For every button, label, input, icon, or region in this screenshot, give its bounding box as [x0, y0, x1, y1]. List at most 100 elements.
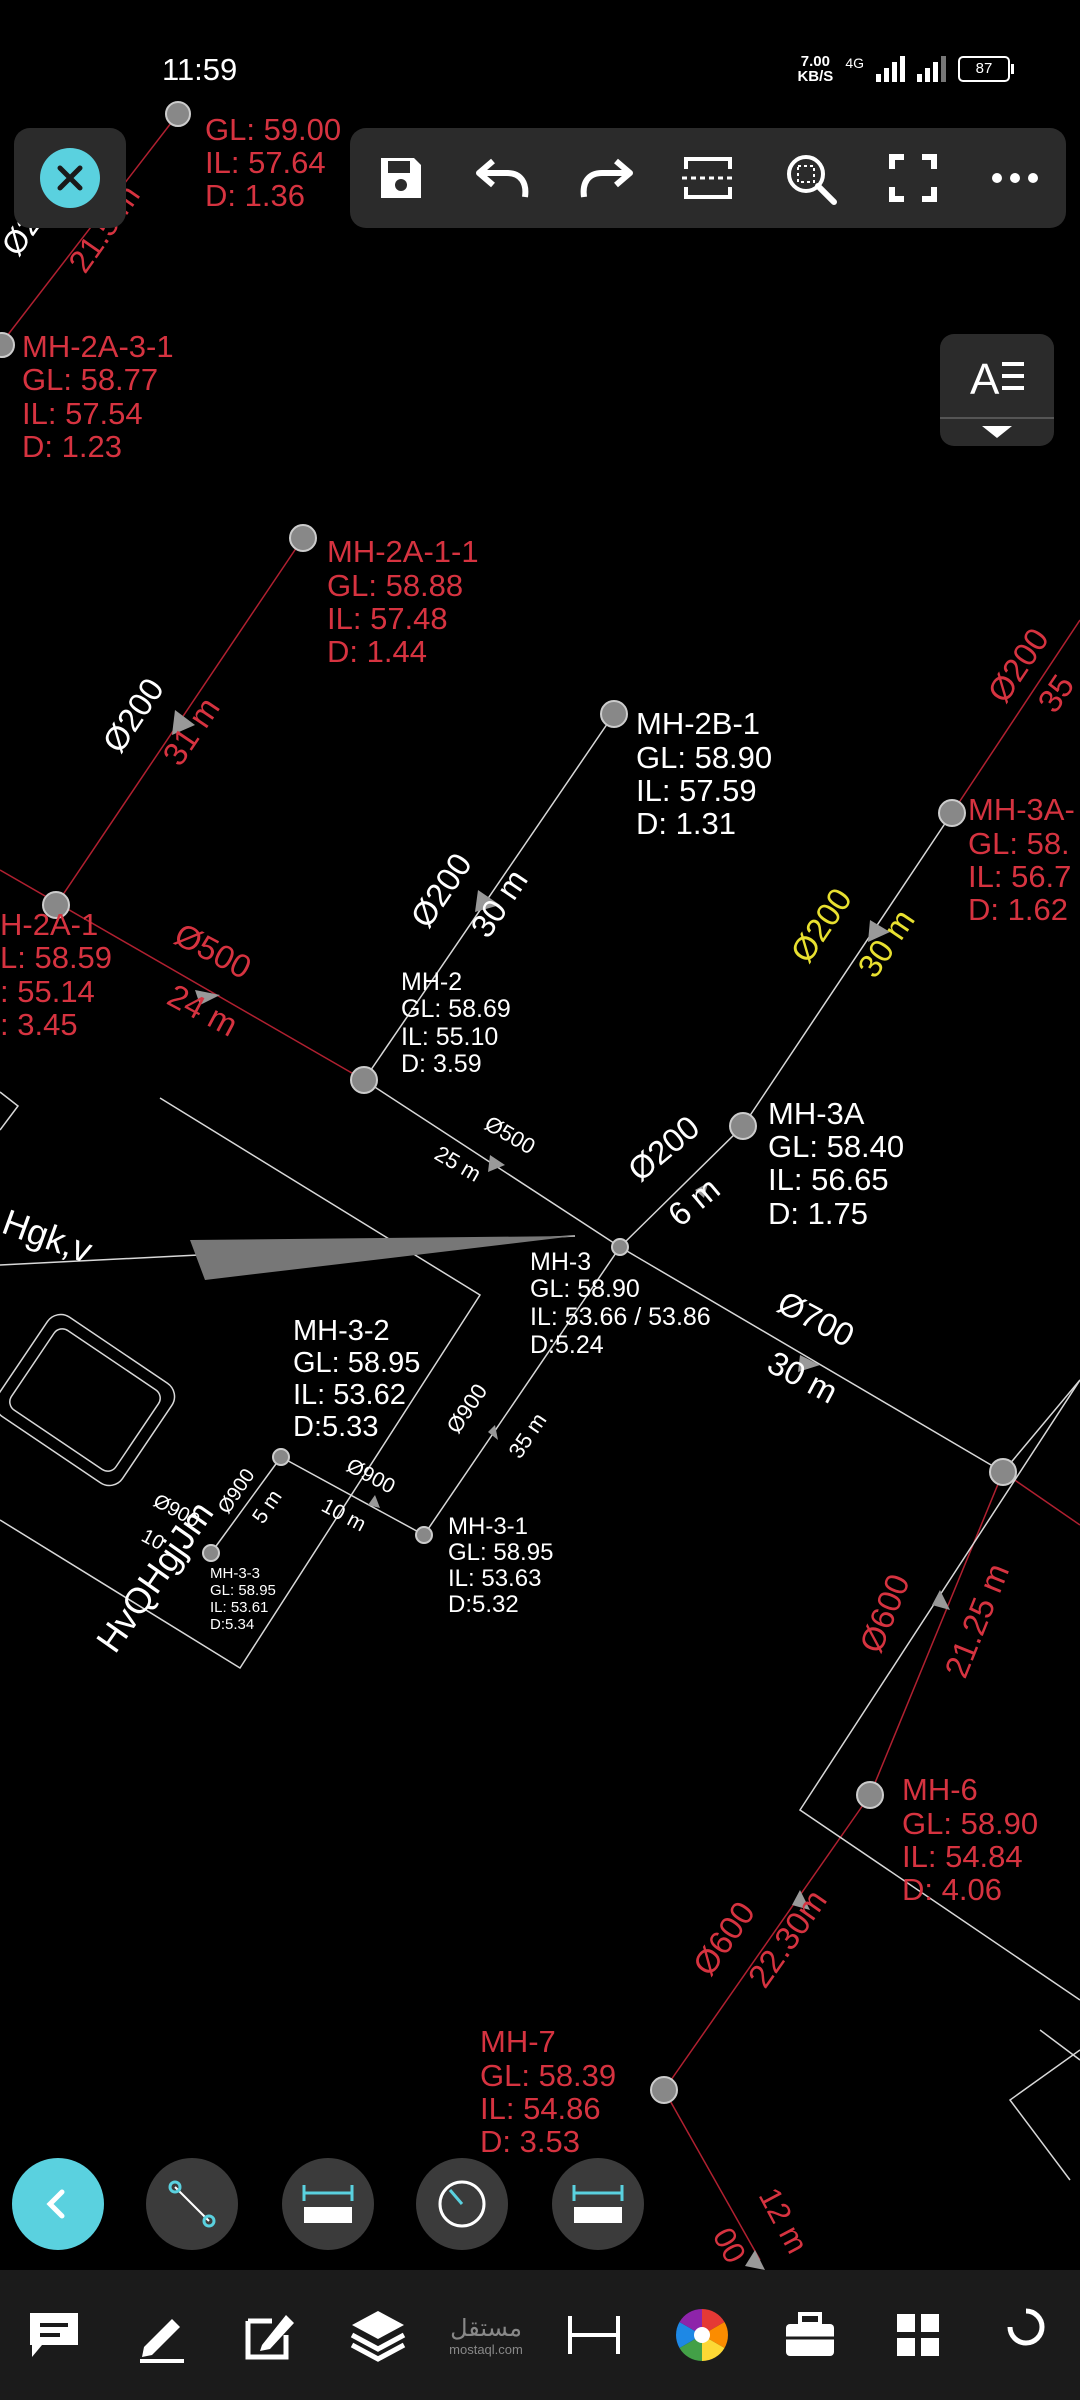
map-label: HvQHgjJm	[88, 1494, 221, 1660]
fullscreen-icon[interactable]	[880, 145, 946, 211]
redo-icon[interactable]	[573, 145, 639, 211]
manhole-gl: GL: 58.88	[327, 568, 463, 603]
zoom-window-icon[interactable]	[777, 145, 843, 211]
pipe-length-label: 6 m	[661, 1170, 727, 1234]
manhole-name: H-2A-1	[0, 907, 98, 942]
manhole-gl: GL: 58.69	[401, 995, 511, 1023]
manhole-d: D:5.24	[530, 1331, 604, 1359]
manhole-mh-2b-1[interactable]: MH-2B-1 GL: 58.90 IL: 57.59 D: 1.31	[636, 706, 772, 841]
more-tools-icon[interactable]	[991, 2300, 1061, 2370]
layers-icon[interactable]	[343, 2300, 413, 2370]
top-toolbar	[350, 128, 1066, 228]
measure-line-button[interactable]	[146, 2158, 238, 2250]
building-outline	[0, 1091, 1080, 2181]
fit-window-icon[interactable]	[675, 145, 741, 211]
top-gl: GL: 59.00	[205, 112, 341, 147]
manhole-gl: GL: 58.	[968, 826, 1070, 861]
manhole-d: D:5.34	[210, 1616, 254, 1633]
toolbox-icon[interactable]	[775, 2300, 845, 2370]
pipe-length-label: 30 m	[463, 862, 535, 944]
manhole-name: MH-2B-1	[636, 706, 760, 741]
manhole-mh-3-2[interactable]: MH-3-2 GL: 58.95 IL: 53.62 D:5.33	[293, 1315, 420, 1443]
save-icon[interactable]	[368, 145, 434, 211]
manhole-il: IL: 54.84	[902, 1839, 1023, 1874]
manhole-gl: GL: 58.90	[530, 1275, 640, 1303]
manhole-gl: L: 58.59	[0, 940, 112, 975]
grid-icon[interactable]	[883, 2300, 953, 2370]
pipe-diameter-label: Ø200	[783, 881, 859, 969]
manhole-mh-3a[interactable]: MH-3A GL: 58.40 IL: 56.65 D: 1.75	[768, 1096, 904, 1231]
measure-radius-button[interactable]	[416, 2158, 508, 2250]
manhole-il: IL: 54.86	[480, 2091, 601, 2126]
manhole-mh-3-3[interactable]: MH-3-3 GL: 58.95 IL: 53.61 D:5.34	[210, 1565, 276, 1633]
measure-ruler-button[interactable]	[552, 2158, 644, 2250]
manhole-name: MH-2	[401, 968, 462, 996]
color-wheel-icon[interactable]	[667, 2300, 737, 2370]
text-style-button[interactable]: A	[940, 334, 1054, 446]
pipe-network	[0, 113, 1080, 2261]
manhole-mh-3[interactable]: MH-3 GL: 58.90 IL: 53.66 / 53.86 D:5.24	[530, 1248, 711, 1359]
manhole-mh-2[interactable]: MH-2 GL: 58.69 IL: 55.10 D: 3.59	[401, 968, 511, 1078]
measure-line-icon	[168, 2180, 216, 2228]
more-icon[interactable]	[982, 145, 1048, 211]
flow-arrows	[172, 710, 950, 2270]
manhole-gl: GL: 58.90	[636, 740, 772, 775]
manhole-top-partial: GL: 59.00 IL: 57.64 D: 1.36	[205, 112, 341, 213]
manhole-gl: GL: 58.95	[448, 1539, 553, 1566]
pipe-length-label: 21.25 m	[937, 1558, 1016, 1682]
measure-icon[interactable]: مستقل mostaql.com	[449, 2300, 523, 2370]
manhole-d: D: 1.44	[327, 634, 427, 669]
comment-icon[interactable]	[19, 2300, 89, 2370]
watermark-latin: mostaql.com	[449, 2341, 523, 2357]
pipe-length-label: 5 m	[248, 1486, 287, 1528]
bottom-toolbar: مستقل mostaql.com	[0, 2270, 1080, 2400]
manhole-name: MH-2A-3-1	[22, 329, 174, 364]
edit-icon[interactable]	[235, 2300, 305, 2370]
network-speed-value: 7.00	[800, 53, 830, 70]
close-button[interactable]	[14, 128, 126, 228]
manhole-mh-6[interactable]: MH-6 GL: 58.90 IL: 54.84 D: 4.06	[902, 1772, 1038, 1907]
manhole-name: MH-3A-	[968, 792, 1075, 827]
manhole-il: IL: 53.66 / 53.86	[530, 1303, 711, 1331]
battery-icon: 87	[958, 56, 1014, 82]
pipe-length-label: 31 m	[155, 690, 227, 772]
manhole-mh-2a-1-partial[interactable]: H-2A-1 L: 58.59 : 55.14 : 3.45	[0, 907, 112, 1042]
manhole-mh-3a-partial[interactable]: MH-3A- GL: 58. IL: 56.7 D: 1.62	[968, 792, 1075, 927]
manhole-mh-7[interactable]: MH-7 GL: 58.39 IL: 54.86 D: 3.53	[480, 2024, 616, 2159]
dimension-icon[interactable]	[559, 2300, 629, 2370]
pipe-length-label: 22.30m	[740, 1883, 833, 1994]
draw-icon[interactable]	[127, 2300, 197, 2370]
status-time: 11:59	[162, 52, 238, 87]
manhole-mh-2a-3-1[interactable]: MH-2A-3-1 GL: 58.77 IL: 57.54 D: 1.23	[22, 329, 174, 464]
measure-distance-button[interactable]	[282, 2158, 374, 2250]
manhole-name: MH-3	[530, 1248, 591, 1276]
network-speed-unit: KB/S	[797, 68, 834, 85]
undo-icon[interactable]	[470, 145, 536, 211]
manhole-il: IL: 53.63	[448, 1565, 541, 1592]
pipe-length-label: 35	[1030, 668, 1080, 719]
manhole-mh-3-1[interactable]: MH-3-1 GL: 58.95 IL: 53.63 D:5.32	[448, 1513, 553, 1618]
watermark-arabic: مستقل	[450, 2313, 522, 2342]
manhole-mh-2a-1-1[interactable]: MH-2A-1-1 GL: 58.88 IL: 57.48 D: 1.44	[327, 534, 479, 669]
manhole-gl: GL: 58.95	[210, 1582, 276, 1599]
text-style-icon: A	[940, 355, 1054, 438]
manhole-gl: GL: 58.90	[902, 1806, 1038, 1841]
manhole-gl: GL: 58.40	[768, 1129, 904, 1164]
manhole-d: D: 1.62	[968, 892, 1068, 927]
manhole-il: IL: 53.62	[293, 1379, 406, 1411]
manhole-d: D: 4.06	[902, 1872, 1002, 1907]
manhole-d: D: 3.53	[480, 2124, 580, 2159]
pipe-diameter-label: Ø900	[441, 1379, 492, 1438]
manhole-d: D: 3.59	[401, 1050, 482, 1078]
network-speed: 7.00 KB/S	[797, 54, 833, 84]
manhole-gl: GL: 58.77	[22, 362, 158, 397]
manhole-il: : 55.14	[0, 974, 95, 1009]
back-button[interactable]	[12, 2158, 104, 2250]
signal-icon	[876, 56, 905, 82]
top-il: IL: 57.64	[205, 145, 326, 180]
manhole-il: IL: 55.10	[401, 1023, 498, 1051]
manhole-name: MH-3-1	[448, 1513, 528, 1540]
manhole-il: IL: 56.65	[768, 1162, 889, 1197]
pipe-length-label: 25 m	[431, 1141, 486, 1187]
